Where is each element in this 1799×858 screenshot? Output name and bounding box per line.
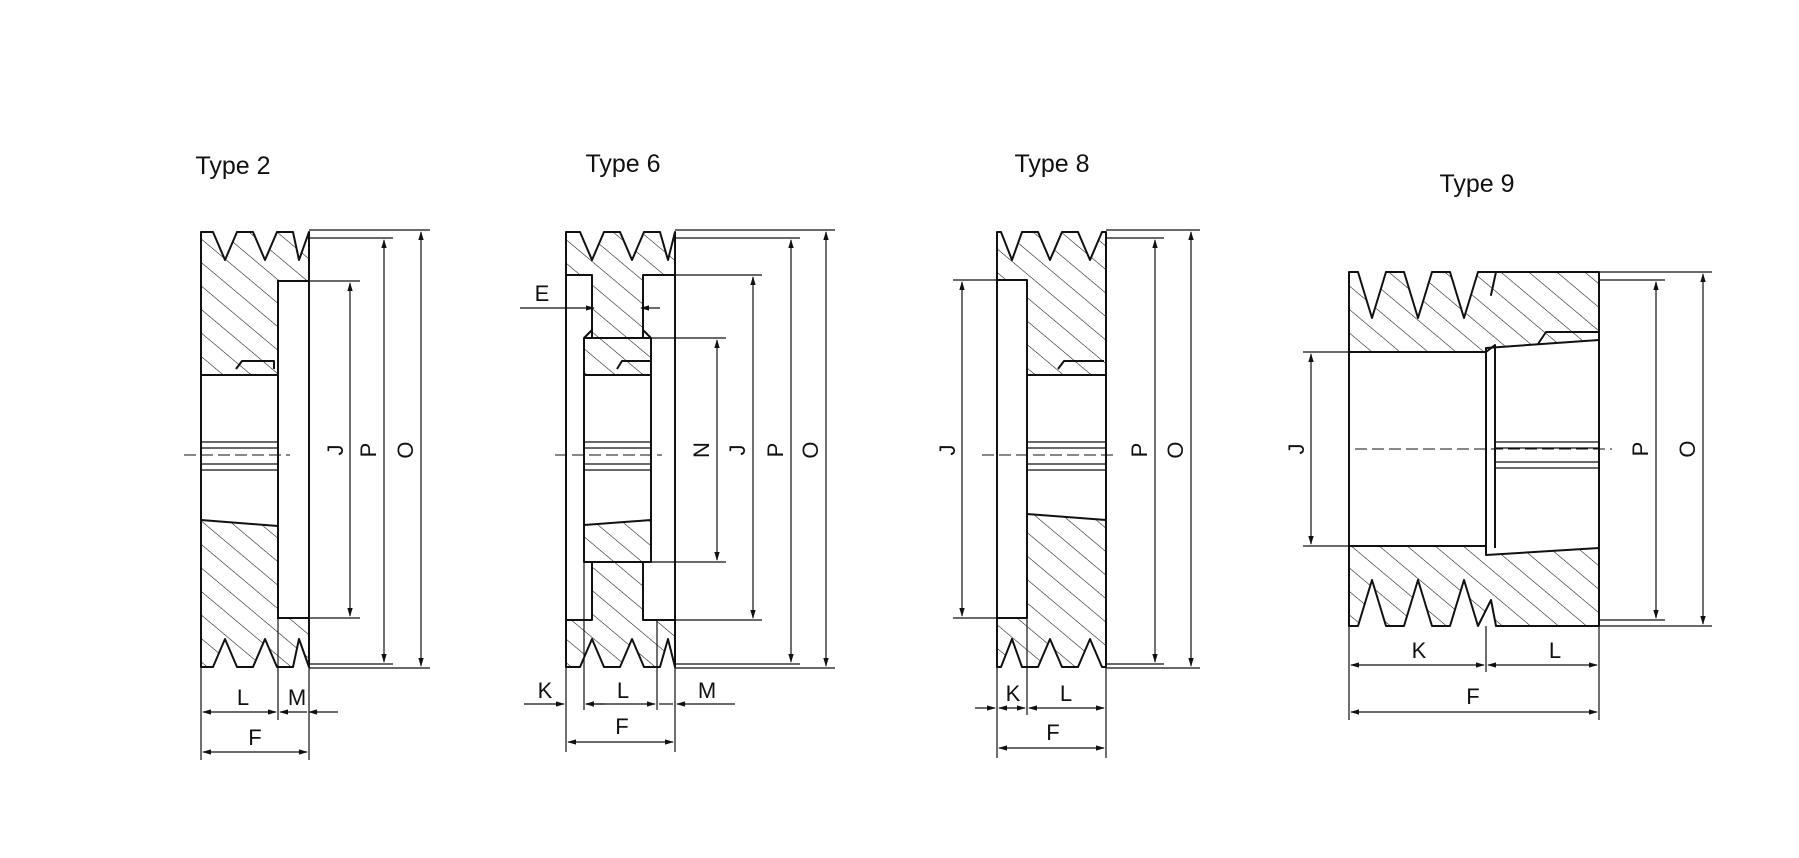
type-9-title: Type 9 [1439, 170, 1514, 198]
type-8-title: Type 8 [1014, 150, 1089, 178]
type-6-dim-p-label: P [763, 443, 788, 458]
type-6-dim-f-label: F [615, 714, 628, 739]
type-2-drawing: Type 2 J P O L M F [184, 152, 430, 760]
type-9-upper-section [1348, 271, 1600, 353]
type-2-title: Type 2 [195, 152, 270, 180]
type-6-dim-j-label: J [725, 445, 750, 456]
type-9-lower-section [1348, 545, 1600, 627]
type-6-dim-l-label: L [617, 678, 629, 703]
type-8-lower-section [996, 513, 1107, 668]
type-8-upper-section [996, 231, 1107, 376]
type-9-dim-k-label: K [1412, 638, 1427, 663]
type-2-dim-l-label: L [237, 685, 249, 710]
type-8-flange [996, 279, 1028, 619]
type-2-dim-p-label: P [356, 443, 381, 458]
type-6-drawing: Type 6 E N J P O [520, 150, 835, 752]
type-6-dim-e-label: E [535, 281, 550, 306]
type-9-drawing: Type 9 J P O K L F [1284, 170, 1712, 720]
type-6-dim-k-label: K [538, 678, 553, 703]
type-8-dim-j-label: J [935, 445, 960, 456]
type-6-upper-section [565, 231, 676, 339]
type-8-dim-p-label: P [1127, 443, 1152, 458]
type-8-dim-l-label: L [1060, 681, 1072, 706]
type-9-dim-o-label: O [1675, 440, 1700, 457]
type-2-dim-m-label: M [288, 685, 306, 710]
type-8-dim-f-label: F [1046, 720, 1059, 745]
type-9-dim-j-label: J [1284, 444, 1309, 455]
type-9-dim-l-label: L [1549, 638, 1561, 663]
type-8-dim-k-label: K [1006, 681, 1021, 706]
type-6-title: Type 6 [585, 150, 660, 178]
type-6-dim-m-label: M [698, 678, 716, 703]
type-6-lower-section [565, 561, 676, 668]
type-6-dim-o-label: O [798, 441, 823, 458]
type-2-flange [277, 280, 310, 619]
type-8-drawing: Type 8 J P O K L F [935, 150, 1200, 758]
type-2-dim-o-label: O [393, 441, 418, 458]
type-2-dim-j-label: J [323, 445, 348, 456]
type-9-dim-p-label: P [1628, 442, 1653, 457]
type-6-dim-n-label: N [689, 442, 714, 458]
type-8-dim-o-label: O [1163, 441, 1188, 458]
type-2-dim-f-label: F [248, 725, 261, 750]
type-9-dim-f-label: F [1466, 684, 1479, 709]
